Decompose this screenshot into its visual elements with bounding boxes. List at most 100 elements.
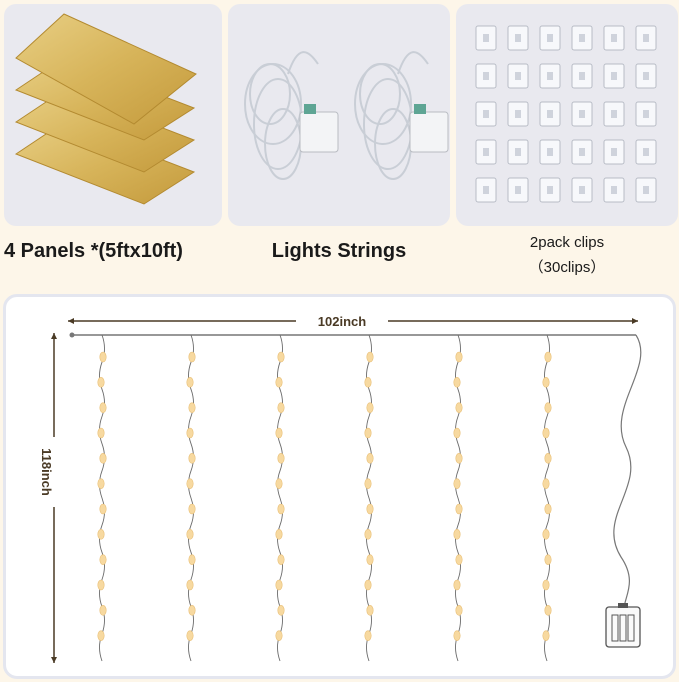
light-bulb [188,605,196,616]
light-bulb [453,529,461,540]
light-bulb [364,579,372,591]
light-bulb [455,351,463,363]
light-bulb [366,453,374,464]
clip-item [603,101,625,127]
light-bulb [277,605,285,616]
light-bulb [275,630,283,641]
light-bulb [544,605,552,616]
light-bulb [455,402,463,413]
light-bulb [544,351,552,363]
light-bulb [186,579,194,591]
light-bulb [542,427,550,439]
light-bulb [366,503,374,515]
light-bulb [186,630,194,641]
light-bulb [99,402,107,413]
light-bulb [542,529,550,540]
light-bulb [277,453,285,464]
clips-photo [456,4,678,226]
light-bulb [366,402,374,413]
panel-stack [14,13,197,205]
light-bulb [277,503,285,515]
clip-item [571,63,593,89]
light-bulb [188,503,196,515]
light-bulb [277,402,285,413]
light-bulb [97,377,105,388]
clip-item [475,63,497,89]
light-bulb [275,377,283,388]
light-bulb [366,351,374,363]
clips-count-caption: （30clips） [528,259,606,276]
curtain-dimension-diagram: 102inch 118inch [3,294,676,679]
light-bulb [186,529,194,540]
light-bulb [544,554,552,565]
light-bulb [455,503,463,515]
clip-item [475,177,497,203]
light-strand [542,334,552,662]
light-bulb [188,453,196,464]
light-bulb [97,478,105,489]
light-bulb [544,503,552,515]
light-bulb [453,478,461,489]
light-bulb [364,377,372,388]
clip-item [507,25,529,51]
light-bulb [275,427,283,439]
width-label: 102inch [318,314,366,329]
clip-item [571,101,593,127]
clip-item [475,25,497,51]
light-bulb [186,478,194,489]
clip-item [571,139,593,165]
clip-item [603,177,625,203]
clip-item [507,101,529,127]
light-bulb [366,605,374,616]
clip-item [635,177,657,203]
panels-caption: 4 Panels *(5ftx10ft) [4,240,183,262]
clip-item [539,101,561,127]
light-bulb [99,554,107,565]
light-bulb [455,453,463,464]
light-bulb [186,427,194,439]
light-bulb [188,554,196,565]
clip-item [475,101,497,127]
light-bulb [455,605,463,616]
light-strand [186,334,196,662]
clip-item [571,177,593,203]
light-bulb [544,402,552,413]
clips-caption: 2pack clips [529,234,605,251]
lights-caption: Lights Strings [271,240,407,262]
clip-item [507,139,529,165]
light-bulb [188,402,196,413]
width-dimension: 102inch [68,314,638,329]
light-bulb [542,630,550,641]
clip-item [635,63,657,89]
clip-item [603,63,625,89]
light-bulb [542,579,550,591]
light-strand [97,334,107,662]
light-bulb [277,554,285,565]
light-bulb [364,529,372,540]
light-strand [275,334,285,662]
clip-item [507,177,529,203]
clip-item [539,177,561,203]
light-bulb [99,453,107,464]
light-bulb [364,630,372,641]
clip-item [475,139,497,165]
light-bulb [453,579,461,591]
light-bulb [97,579,105,591]
clips-grid-image [475,25,657,203]
light-bulb [364,427,372,439]
light-bulb [97,529,105,540]
clip-item [507,63,529,89]
light-bulb [186,377,194,388]
clip-item [539,139,561,165]
light-bulb [542,377,550,388]
light-bulb [455,554,463,565]
height-dimension: 118inch [39,333,57,663]
height-label: 118inch [39,448,54,496]
light-bulb [544,453,552,464]
clip-item [539,25,561,51]
clip-item [571,25,593,51]
light-bulb [366,554,374,565]
clip-item [539,63,561,89]
clip-item [603,139,625,165]
clip-item [603,25,625,51]
